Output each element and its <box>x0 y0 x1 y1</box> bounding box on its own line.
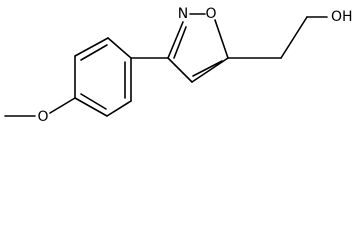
isoxazole-ring <box>167 13 229 83</box>
methoxy-oxygen-atom-label: O <box>37 109 48 125</box>
bond-c5-c4-double <box>192 60 223 77</box>
ring-oxygen-atom-label: O <box>205 6 216 22</box>
bond-ar1-ar2 <box>107 37 132 59</box>
bond-ar4-ar5-double <box>80 93 107 110</box>
bond-ch2-ch2 <box>280 16 308 59</box>
bond-c4-c3 <box>167 57 193 83</box>
nitrogen-atom-label: N <box>178 6 188 22</box>
bond-ar2-ar3-double <box>80 44 108 61</box>
methoxy-group <box>4 97 76 117</box>
bond-ar4-ar5 <box>74 97 108 117</box>
chemical-structure-diagram: N O OH O <box>4 6 353 125</box>
bond-c5-c4 <box>191 57 229 83</box>
hydroxyl-label: OH <box>331 9 353 25</box>
benzene-ring <box>74 37 132 117</box>
bond-ar2-ar3 <box>74 37 109 57</box>
bond-ar5-ar6 <box>106 100 132 117</box>
hydroxyethyl-chain <box>227 16 328 59</box>
bond-c3-n-double <box>173 26 187 59</box>
bond-o-c5 <box>214 19 229 59</box>
bond-ar4-o <box>49 97 76 114</box>
bond-c3-n <box>167 21 184 59</box>
